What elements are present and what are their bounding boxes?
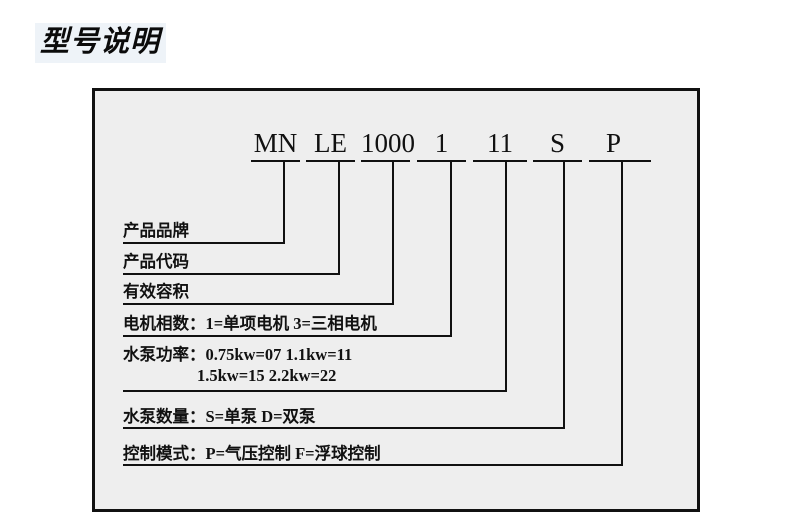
legend-row-volume: 有效容积 (123, 281, 189, 302)
legend-value-power: 0.75kw=07 1.1kw=11 (205, 345, 353, 364)
code-segment-volume: 1000 (361, 128, 415, 158)
model-code-row: MN LE 1000 1 11 S P (95, 91, 697, 509)
legend-key-phase: 电机相数： (123, 314, 206, 333)
legend-row-phase: 电机相数：1=单项电机 3=三相电机 (123, 313, 377, 334)
code-segment-control-mode: P (605, 128, 622, 158)
legend-row-pump-count: 水泵数量：S=单泵 D=双泵 (123, 406, 316, 427)
page-title: 型号说明 (35, 23, 167, 63)
code-segment-phase: 1 (434, 128, 449, 158)
code-segment-product: LE (314, 128, 347, 158)
legend-key-product-code: 产品代码 (123, 252, 189, 271)
legend-row-power: 水泵功率：0.75kw=07 1.1kw=11 1.5kw=15 2.2kw=2… (123, 344, 352, 386)
code-segment-brand: MN (253, 128, 298, 158)
legend-value-control-mode: P=气压控制 F=浮球控制 (205, 444, 381, 463)
legend-key-pump-count: 水泵数量： (123, 407, 206, 426)
code-segment-power: 11 (487, 128, 513, 158)
legend-key-volume: 有效容积 (123, 282, 189, 301)
legend-value-phase: 1=单项电机 3=三相电机 (205, 314, 377, 333)
code-segment-pump-count: S (549, 128, 566, 158)
legend-key-control-mode: 控制模式： (123, 444, 206, 463)
legend-value-pump-count: S=单泵 D=双泵 (205, 407, 316, 426)
legend-key-power: 水泵功率： (123, 345, 206, 364)
page-title-wrap: 型号说明 (35, 23, 167, 63)
legend-row-control-mode: 控制模式：P=气压控制 F=浮球控制 (123, 443, 381, 464)
legend-value-power-line2: 1.5kw=15 2.2kw=22 (197, 366, 337, 385)
connector-lines (123, 160, 651, 466)
legend-row-brand: 产品品牌 (123, 220, 189, 241)
model-explanation-panel: MN LE 1000 1 11 S P 产品品牌 产品代码 有效容积 电机相数：… (92, 88, 700, 512)
legend-row-product-code: 产品代码 (123, 251, 189, 272)
legend-key-brand: 产品品牌 (123, 221, 189, 240)
